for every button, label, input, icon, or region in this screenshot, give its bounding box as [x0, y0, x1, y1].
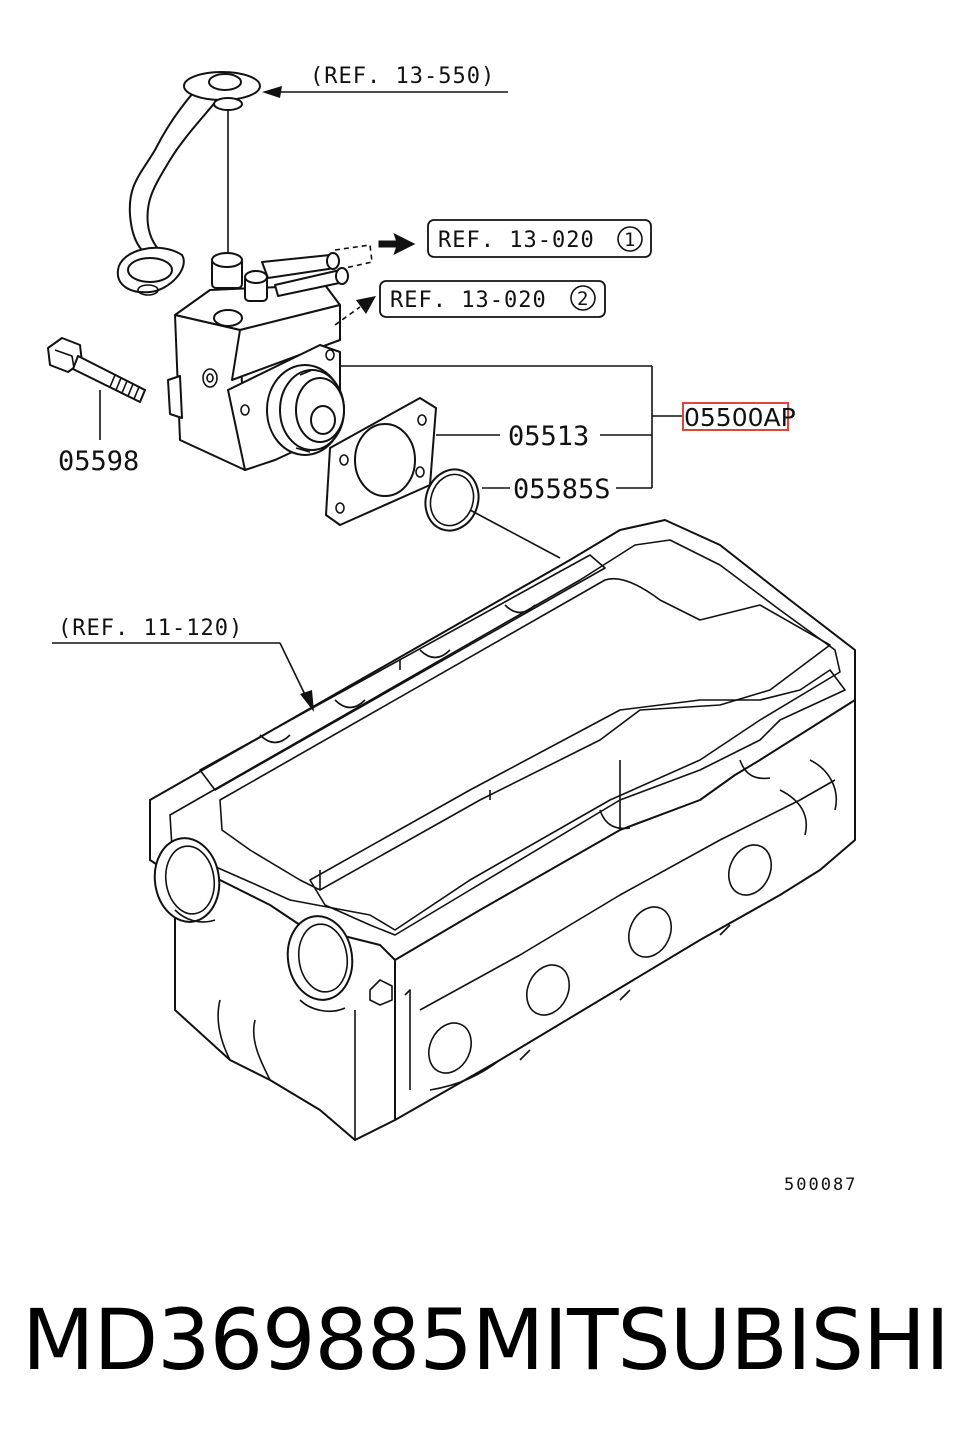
- highlight-box: [682, 402, 789, 431]
- ref-11-120-label: (REF. 11-120): [58, 616, 243, 641]
- ref-13-550-label: (REF. 13-550): [310, 64, 495, 89]
- part-number: MD369885: [22, 1291, 473, 1389]
- pump-body: [167, 252, 349, 471]
- circled-number-2: 2: [577, 288, 588, 310]
- ref-13-020-1-box[interactable]: REF. 13-020 1: [427, 219, 652, 258]
- cylinder-head: [149, 519, 856, 1141]
- ref-13-020-2-label: REF. 13-020: [390, 288, 547, 313]
- ref-13-020-1-label: REF. 13-020: [438, 228, 595, 253]
- parts-diagram: (REF. 13-550): [47, 64, 857, 1195]
- bolt: [47, 337, 146, 440]
- part-05500ap-label[interactable]: 05500AP: [684, 403, 796, 432]
- arrow-ref-13-020-1: [334, 233, 416, 269]
- brand-name: MITSUBISHI: [471, 1291, 950, 1389]
- gasket: [325, 397, 437, 526]
- circled-number-1: 1: [624, 229, 635, 251]
- arrow-ref-13-020-2: [334, 296, 376, 326]
- assembly-bracket: [340, 365, 682, 488]
- leader-ref-13-550: [262, 86, 508, 98]
- vacuum-pipe: [116, 71, 261, 300]
- ref-13-020-2-box[interactable]: REF. 13-020 2: [379, 280, 606, 318]
- product-caption: MD369885 MITSUBISHI: [0, 1280, 960, 1400]
- part-05513-label[interactable]: 05513: [508, 421, 589, 452]
- leader-ref-11-120: [52, 642, 314, 712]
- part-05585s-label[interactable]: 05585S: [513, 474, 611, 505]
- part-05598-label[interactable]: 05598: [58, 446, 139, 477]
- o-ring: [424, 468, 561, 559]
- diagram-code: 500087: [784, 1175, 857, 1195]
